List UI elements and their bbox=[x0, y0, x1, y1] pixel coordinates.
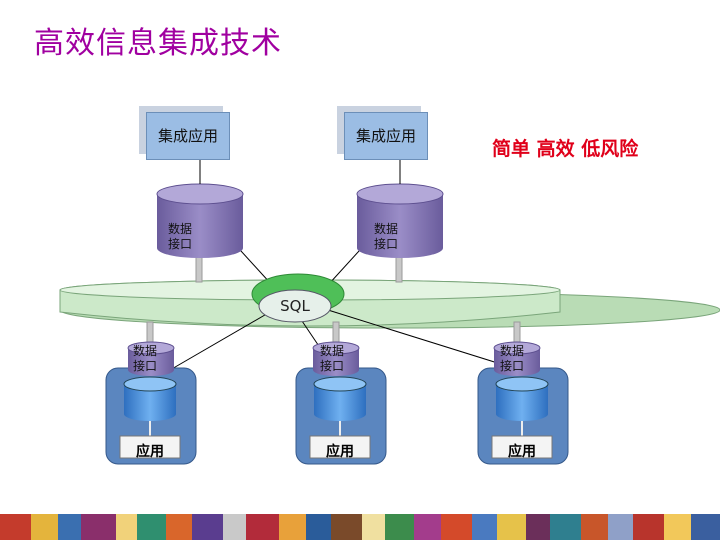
bottom-app-label-2: 应用 bbox=[326, 444, 354, 460]
top-datasource-line2: 接口 bbox=[167, 237, 192, 251]
bottom-cylinder-2 bbox=[312, 341, 360, 376]
bottom-cylinder-3 bbox=[493, 341, 541, 376]
top-cylinder-2 bbox=[356, 158, 444, 258]
top-datasource-line1: 数据 bbox=[167, 222, 192, 236]
bottom-node-3 bbox=[477, 367, 569, 465]
bottom-node-1 bbox=[105, 367, 197, 465]
bottom-node-2 bbox=[295, 367, 387, 465]
connector-poles bbox=[146, 255, 521, 345]
bottom-datasource-line1: 数据 bbox=[132, 344, 157, 358]
top-datasource-line1: 数据 bbox=[373, 222, 398, 236]
bottom-datasource-line2: 接口 bbox=[132, 359, 157, 373]
top-app-box-2: 集成应用 bbox=[344, 112, 428, 160]
sql-hub-label: SQL bbox=[280, 297, 310, 315]
sql-hub bbox=[251, 273, 345, 323]
top-cylinder-1 bbox=[156, 158, 244, 258]
top-datasource-label-2: 数据 接口 bbox=[366, 222, 406, 252]
bottom-datasource-label-2: 数据 接口 bbox=[312, 344, 352, 374]
top-datasource-label-1: 数据 接口 bbox=[160, 222, 200, 252]
decorative-footer-strip bbox=[0, 514, 720, 540]
bottom-cylinder-1 bbox=[127, 341, 175, 376]
slogan-text: 简单 高效 低风险 bbox=[492, 138, 639, 160]
page-title: 高效信息集成技术 bbox=[34, 26, 282, 61]
bottom-datasource-line1: 数据 bbox=[319, 344, 344, 358]
bottom-datasource-line2: 接口 bbox=[319, 359, 344, 373]
bottom-app-label-3: 应用 bbox=[508, 444, 536, 460]
bottom-app-label-1: 应用 bbox=[136, 444, 164, 460]
bottom-datasource-label-1: 数据 接口 bbox=[125, 344, 165, 374]
bottom-datasource-line2: 接口 bbox=[499, 359, 524, 373]
top-datasource-line2: 接口 bbox=[373, 237, 398, 251]
bottom-datasource-label-3: 数据 接口 bbox=[492, 344, 532, 374]
data-bus bbox=[59, 279, 720, 329]
top-app-box-1: 集成应用 bbox=[146, 112, 230, 160]
bottom-datasource-line1: 数据 bbox=[499, 344, 524, 358]
